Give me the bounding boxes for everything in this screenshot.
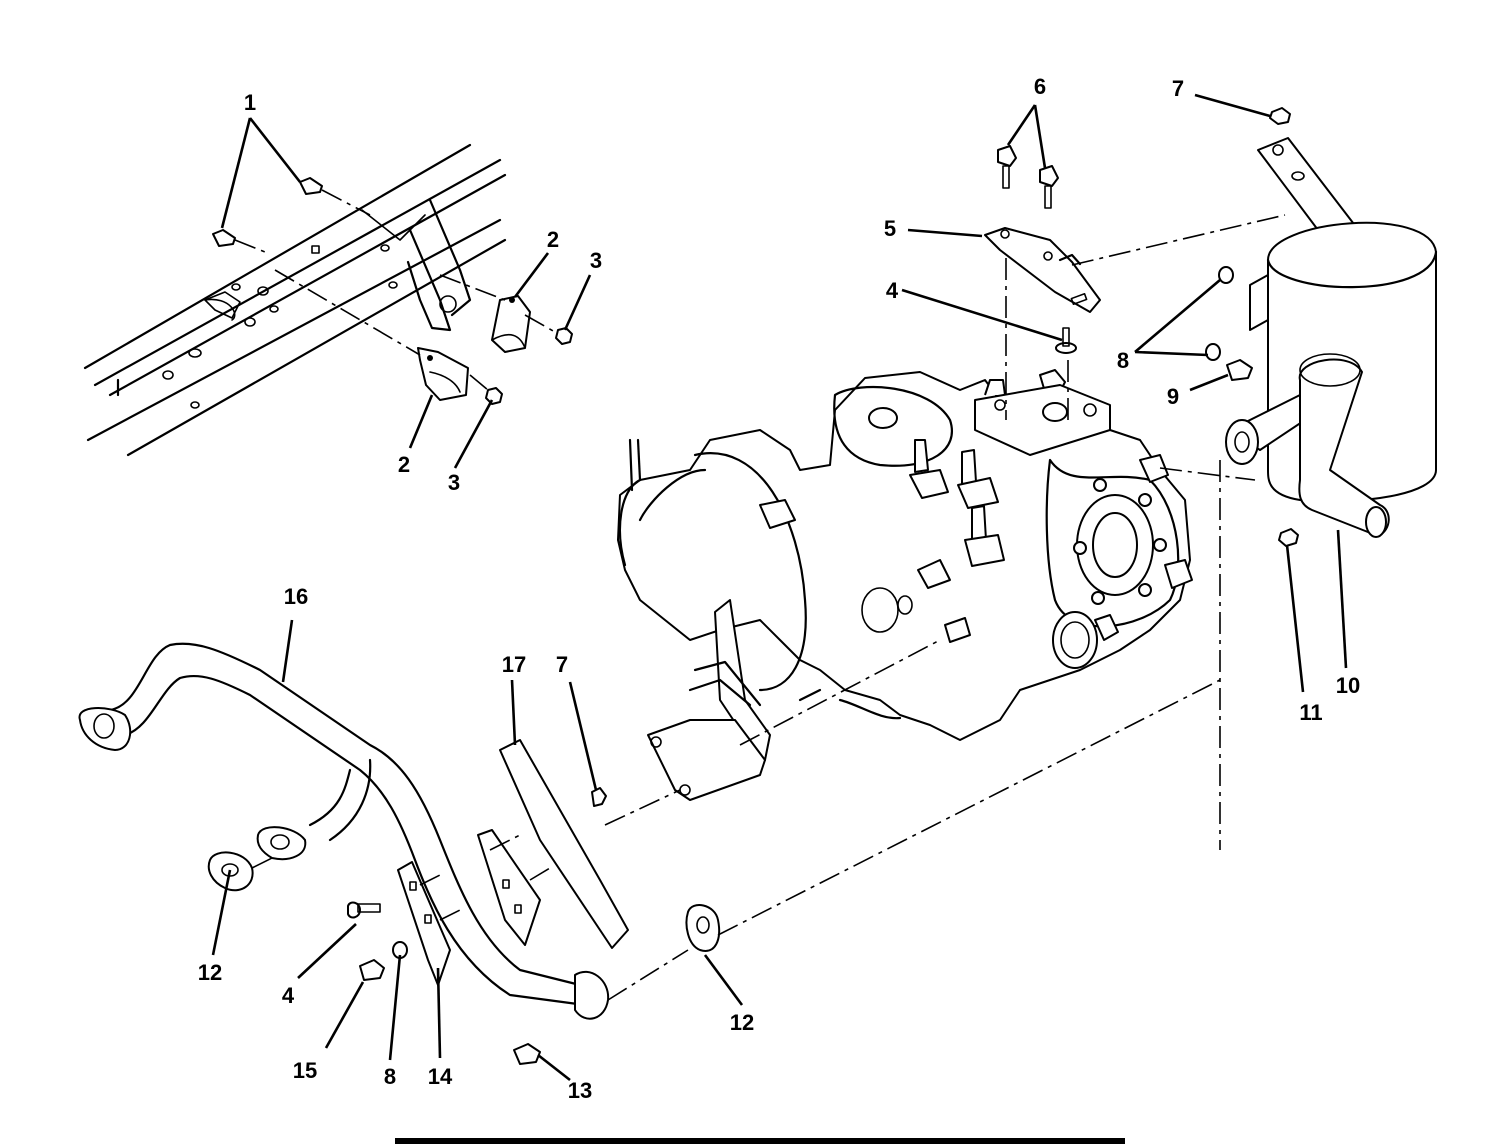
callout-3-lower: 3 xyxy=(448,470,460,495)
bolts-frame xyxy=(212,177,323,247)
strap-nut xyxy=(1269,107,1291,125)
engine-mount-lower xyxy=(417,347,469,401)
callout-7-upper: 7 xyxy=(1172,76,1184,101)
callout-16: 16 xyxy=(284,584,308,609)
nut-lower xyxy=(485,387,503,405)
callout-1: 1 xyxy=(244,90,256,115)
cropped-title-remnant xyxy=(395,1138,1125,1144)
callout-14: 14 xyxy=(428,1064,453,1089)
callout-3-upper: 3 xyxy=(590,248,602,273)
callout-8-upper: 8 xyxy=(1117,348,1129,373)
callout-5: 5 xyxy=(884,216,896,241)
callout-4-upper: 4 xyxy=(886,278,899,303)
callout-15: 15 xyxy=(293,1058,317,1083)
callout-9: 9 xyxy=(1167,384,1179,409)
callout-4-lower: 4 xyxy=(282,983,295,1008)
callout-11: 11 xyxy=(1299,700,1322,725)
gasket-right xyxy=(685,904,720,952)
callout-labels: 1 2 3 2 3 6 5 4 7 8 9 11 10 16 17 7 12 4… xyxy=(198,74,1360,1103)
heat-shield xyxy=(477,739,629,949)
small-hardware xyxy=(347,787,607,1065)
engine-mount-upper xyxy=(491,295,531,353)
callout-17: 17 xyxy=(502,652,526,677)
callout-12-left: 12 xyxy=(198,960,222,985)
bolt-bracket xyxy=(1055,327,1077,354)
nut-upper xyxy=(555,327,573,345)
callout-12-right: 12 xyxy=(730,1010,754,1035)
callout-7-lower: 7 xyxy=(556,652,568,677)
callout-2-upper: 2 xyxy=(547,227,559,252)
bolt-pair xyxy=(997,145,1059,209)
callout-6: 6 xyxy=(1034,74,1046,99)
transaxle-housing xyxy=(617,369,1193,741)
exhaust-pipe xyxy=(78,642,610,1020)
callout-13: 13 xyxy=(568,1078,592,1103)
callout-8-lower: 8 xyxy=(384,1064,396,1089)
callout-10: 10 xyxy=(1336,673,1360,698)
mounting-bracket xyxy=(647,599,771,801)
pipe-bracket xyxy=(397,861,451,986)
upper-bracket xyxy=(984,227,1101,313)
callout-2-lower: 2 xyxy=(398,452,410,477)
muffler xyxy=(1225,221,1438,547)
washers-bolt-9 xyxy=(1205,266,1253,381)
leader-lines xyxy=(211,93,1348,1082)
frame-rail xyxy=(83,143,507,457)
